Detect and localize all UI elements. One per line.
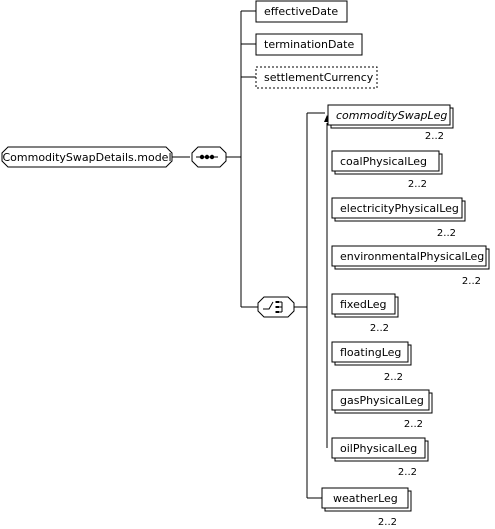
element-effective-date[interactable]: effectiveDate	[255, 0, 348, 23]
choice-switch-icon	[263, 301, 274, 310]
element-label: electricityPhysicalLeg	[340, 202, 459, 215]
element-coal-physical-leg[interactable]: coalPhysicalLeg 2..2	[331, 150, 443, 190]
model-group-node[interactable]: CommoditySwapDetails.model	[1, 146, 173, 168]
cardinality-label: 2..2	[408, 179, 427, 190]
cardinality-label: 2..2	[437, 228, 456, 239]
element-label: fixedLeg	[340, 298, 387, 311]
element-settlement-currency[interactable]: settlementCurrency	[255, 66, 378, 89]
element-electricity-physical-leg[interactable]: electricityPhysicalLeg 2..2	[331, 197, 466, 239]
cardinality-label: 2..2	[398, 467, 417, 478]
element-termination-date[interactable]: terminationDate	[255, 33, 363, 56]
element-label: environmentalPhysicalLeg	[340, 250, 484, 263]
element-gas-physical-leg[interactable]: gasPhysicalLeg 2..2	[331, 389, 433, 430]
connectors	[172, 10, 328, 499]
sequence-dot-icon	[209, 154, 215, 160]
element-label: terminationDate	[264, 38, 354, 51]
cardinality-label: 2..2	[384, 372, 403, 383]
element-label: settlementCurrency	[264, 71, 374, 84]
element-label: floatingLeg	[340, 346, 401, 359]
element-floating-leg[interactable]: floatingLeg 2..2	[331, 341, 412, 383]
element-label: gasPhysicalLeg	[340, 394, 424, 407]
cardinality-label: 2..2	[404, 419, 423, 430]
element-commodity-swap-leg[interactable]: commoditySwapLeg 2..2	[327, 104, 454, 142]
cardinality-label: 2..2	[425, 131, 444, 142]
model-group-label: CommoditySwapDetails.model	[2, 151, 171, 164]
element-oil-physical-leg[interactable]: oilPhysicalLeg 2..2	[331, 437, 429, 478]
element-fixed-leg[interactable]: fixedLeg 2..2	[331, 293, 399, 334]
sequence-dot-icon	[199, 154, 205, 160]
sequence-dot-icon	[204, 154, 210, 160]
sequence-compositor[interactable]	[191, 146, 227, 168]
element-environmental-physical-leg[interactable]: environmentalPhysicalLeg 2..2	[331, 245, 490, 287]
cardinality-label: 2..2	[370, 323, 389, 334]
choice-compositor[interactable]	[257, 296, 295, 318]
cardinality-label: 2..2	[378, 517, 397, 528]
element-label: commoditySwapLeg	[336, 109, 447, 122]
element-label: oilPhysicalLeg	[340, 442, 417, 455]
element-label: weatherLeg	[333, 492, 398, 505]
cardinality-label: 2..2	[462, 276, 481, 287]
model-group-shape	[1, 146, 173, 168]
element-label: effectiveDate	[264, 5, 338, 18]
element-label: coalPhysicalLeg	[340, 155, 427, 168]
element-weather-leg[interactable]: weatherLeg 2..2	[321, 487, 412, 528]
